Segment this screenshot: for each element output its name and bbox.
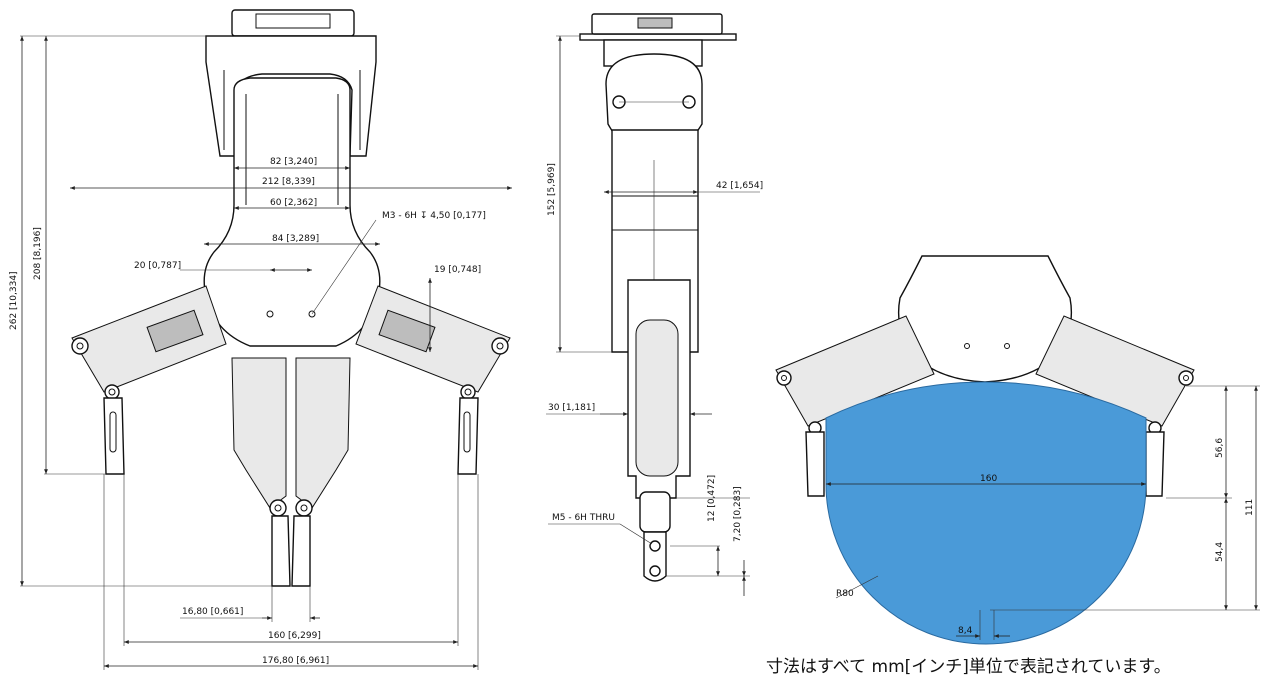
front-finger-left <box>103 397 125 475</box>
ws-dim-54-4: 54,4 <box>1215 542 1225 562</box>
ws-dim-111: 111 <box>1245 499 1255 516</box>
units-caption: 寸法はすべて mm[インチ]単位で表記されています。 <box>766 657 1171 677</box>
dim-84: 84 [3,289] <box>272 234 319 244</box>
front-screw-hole-right <box>308 310 316 318</box>
front-finger-right <box>457 397 479 475</box>
ws-finger-right <box>1145 431 1165 497</box>
gripper-workspace-region <box>825 381 1147 645</box>
dim-20: 20 [0,787] <box>134 261 181 271</box>
dim-12: 12 [0,472] <box>707 475 717 522</box>
dim-60: 60 [2,362] <box>270 198 317 208</box>
dim-262: 262 [10,334] <box>9 271 19 330</box>
ws-finger-left <box>805 431 825 497</box>
ws-dim-8-4: 8,4 <box>958 626 973 636</box>
ws-dim-r80: R80 <box>836 589 854 599</box>
dim-30: 30 [1,181] <box>548 403 595 413</box>
side-view: 42 [1,654] 152 [5,969] 30 [1,181] M5 - 6… <box>546 13 763 596</box>
ws-dim-160: 160 <box>980 474 997 484</box>
front-view: 82 [3,240] 212 [8,339] 60 [2,362] 84 [3,… <box>9 9 512 670</box>
dim-212: 212 [8,339] <box>262 177 315 187</box>
dim-7-20: 7,20 [0,283] <box>733 486 743 542</box>
front-mount-clamp <box>255 13 331 29</box>
dim-82: 82 [3,240] <box>270 157 317 167</box>
front-arm-right <box>355 285 511 393</box>
dim-208: 208 [8,196] <box>33 227 43 280</box>
front-arm-left <box>71 285 227 393</box>
workspace-view: 160 56,6 54,4 111 R80 8,4 <box>775 255 1260 645</box>
front-lower-finger-right <box>291 515 311 587</box>
dim-176-80: 176,80 [6,961] <box>262 656 329 666</box>
dim-19: 19 [0,748] <box>434 265 481 275</box>
side-mount-base <box>579 33 737 41</box>
dim-16-80: 16,80 [0,661] <box>182 607 243 617</box>
dim-160: 160 [6,299] <box>268 631 321 641</box>
dim-42: 42 [1,654] <box>716 181 763 191</box>
dim-152: 152 [5,969] <box>547 163 557 216</box>
front-thread-note: M3 - 6H ↧ 4,50 [0,177] <box>382 211 486 221</box>
ws-dim-56-6: 56,6 <box>1215 438 1225 458</box>
side-fingertip <box>643 531 667 582</box>
front-lower-arm-right <box>295 357 351 509</box>
front-lower-finger-left <box>271 515 291 587</box>
ws-arm-right <box>1035 315 1195 427</box>
ws-arm-left <box>775 315 935 427</box>
side-thread-note: M5 - 6H THRU <box>552 513 615 523</box>
front-screw-hole-left <box>266 310 274 318</box>
front-lower-arm-left <box>231 357 287 509</box>
